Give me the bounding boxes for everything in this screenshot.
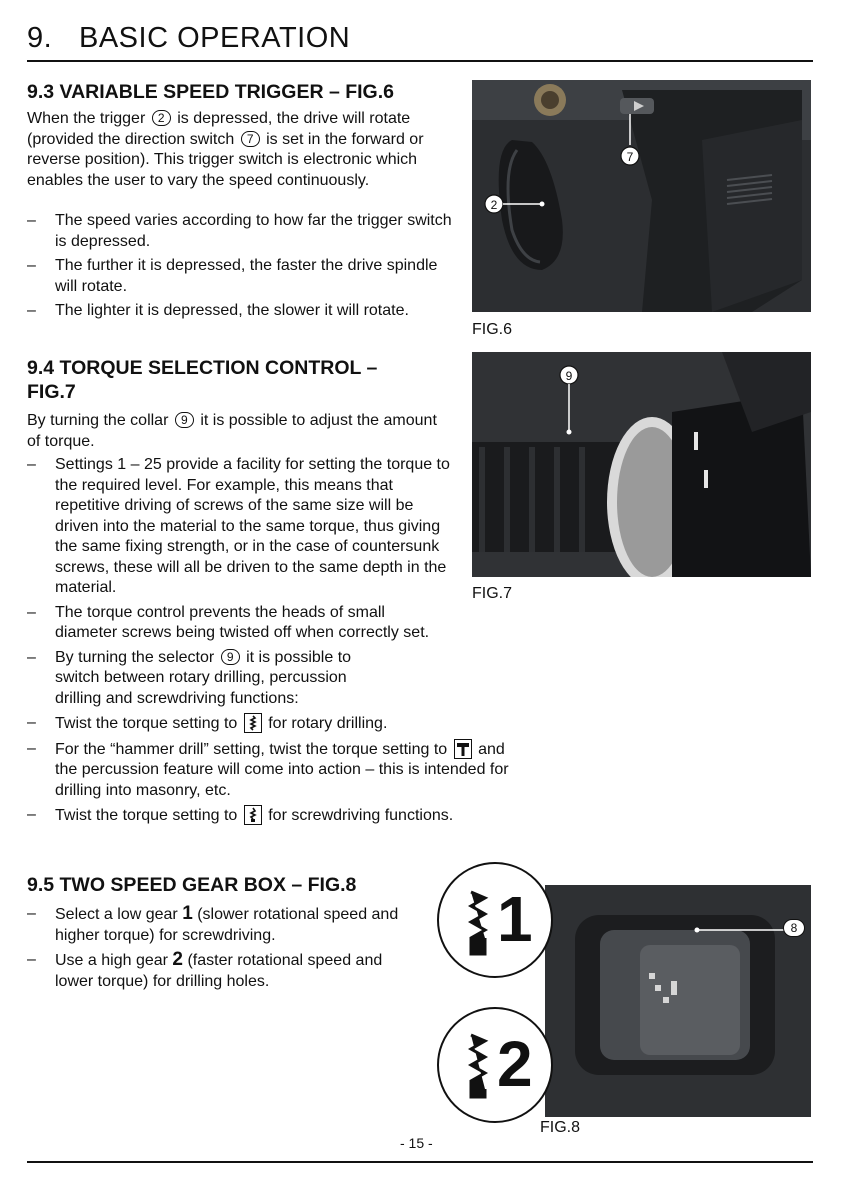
text: it is possible to switch between rotary … [55, 648, 352, 707]
torque-collar-illustration: 9 [472, 352, 811, 577]
gear-2-badge: 2 [437, 1007, 553, 1123]
gear-high-number: 2 [172, 949, 183, 970]
list-item: The speed varies according to how far th… [27, 211, 452, 252]
gear-box-illustration [545, 885, 811, 1117]
figure-6-caption: FIG.6 [472, 321, 513, 338]
text: Twist the torque setting to [55, 715, 238, 732]
text: Select a low gear [55, 906, 178, 923]
list-item: Twist the torque setting to for screwdri… [27, 805, 507, 827]
callout-label: 9 [566, 369, 573, 383]
text: for rotary drilling. [268, 715, 388, 732]
list-item: Select a low gear 1 (slower rotational s… [27, 903, 422, 946]
drill-trigger-illustration: 7 2 [472, 80, 811, 312]
section-title: BASIC OPERATION [79, 22, 351, 54]
list-item: By turning the selector 9 it is possible… [27, 648, 395, 710]
ref-selector: 9 [220, 648, 240, 665]
text: By turning the selector [55, 648, 215, 666]
heading-line: FIG.7 [27, 381, 76, 403]
list-item: Twist the torque setting to for rotary d… [27, 713, 507, 735]
text: it is possible to adjust the amount of t… [27, 412, 437, 450]
list-item: For the “hammer drill” setting, twist th… [27, 738, 525, 802]
text: When the trigger [27, 110, 146, 127]
footer-rule [27, 1161, 813, 1163]
figure-7-caption: FIG.7 [472, 585, 513, 602]
figure-6-photo: 7 2 [472, 80, 811, 312]
gear-1-badge: 1 [437, 862, 553, 978]
ref-collar: 9 [174, 412, 194, 428]
figure-8-caption: FIG.8 [540, 1119, 581, 1136]
text: Use a high gear [55, 952, 168, 969]
gear-high-numeral: 2 [497, 1028, 533, 1100]
ref-direction-switch: 7 [240, 130, 260, 147]
header-rule [27, 60, 813, 62]
text: is depressed, the drive will rotate (pro… [27, 110, 411, 148]
page-number: - 15 - [400, 1135, 433, 1151]
gear-low-number: 1 [182, 903, 193, 924]
screwdriver-icon [243, 805, 262, 825]
drill-bit-icon [467, 890, 489, 956]
page-title: 9. BASIC OPERATION [27, 22, 350, 55]
figure-8-photo: 8 [545, 885, 811, 1117]
text: For the “hammer drill” setting, twist th… [55, 740, 448, 758]
list-9-3: The speed varies according to how far th… [27, 211, 452, 326]
text: (faster rotational speed and lower torqu… [55, 952, 383, 990]
section-number: 9. [27, 22, 53, 54]
list-9-4: Settings 1 – 25 provide a facility for s… [27, 455, 509, 831]
text: for screwdriving functions. [268, 807, 454, 824]
gear-low-numeral: 1 [497, 883, 533, 955]
list-9-5: Select a low gear 1 (slower rotational s… [27, 903, 422, 996]
callout-label: 8 [783, 919, 805, 937]
heading-line: 9.4 TORQUE SELECTION CONTROL – [27, 357, 378, 379]
heading-9-4: 9.4 TORQUE SELECTION CONTROL – FIG.7 [27, 356, 447, 404]
figure-7-photo: 9 [472, 352, 811, 577]
drill-bit-icon [467, 1033, 489, 1099]
ref-trigger: 2 [151, 110, 171, 126]
text: (slower rotational speed and higher torq… [55, 906, 399, 944]
heading-9-5: 9.5 TWO SPEED GEAR BOX – FIG.8 [27, 874, 357, 896]
paragraph-9-3-intro: When the trigger 2 is depressed, the dri… [27, 109, 442, 191]
hammer-icon [453, 738, 472, 759]
callout-label: 2 [491, 198, 498, 212]
list-item: The further it is depressed, the faster … [27, 256, 452, 297]
text: and the percussion feature will come int… [55, 740, 509, 799]
text: is set in the forward or reverse positio… [27, 130, 424, 189]
text: Twist the torque setting to [55, 807, 238, 824]
heading-9-3: 9.3 VARIABLE SPEED TRIGGER – FIG.6 [27, 81, 394, 103]
list-item: Use a high gear 2 (faster rotational spe… [27, 949, 422, 992]
paragraph-9-4-intro: By turning the collar 9 it is possible t… [27, 411, 442, 452]
list-item: The lighter it is depressed, the slower … [27, 301, 452, 322]
text: By turning the collar [27, 412, 169, 429]
list-item: Settings 1 – 25 provide a facility for s… [27, 455, 450, 599]
callout-label: 7 [627, 150, 634, 164]
list-item: The torque control prevents the heads of… [27, 603, 450, 644]
drill-bit-icon [243, 713, 262, 733]
